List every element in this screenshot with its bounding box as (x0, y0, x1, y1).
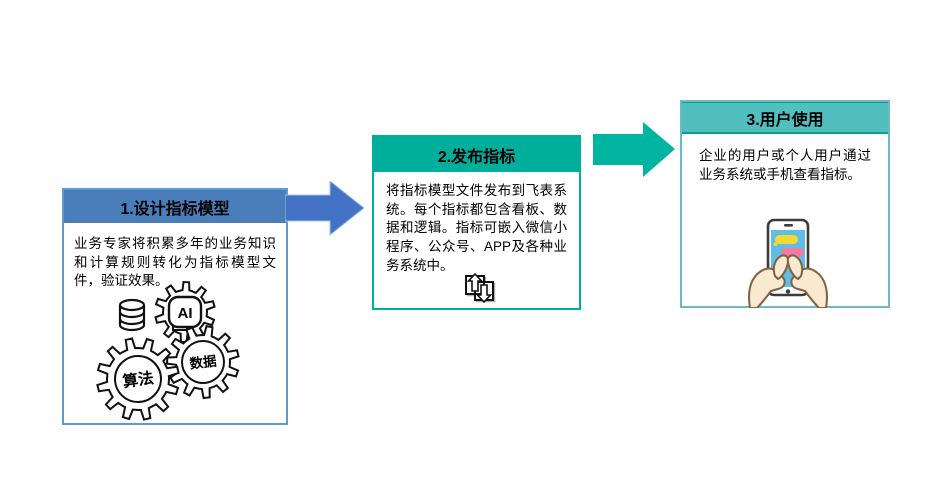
step-2-header: 2.发布指标 (374, 137, 579, 172)
step-2-description: 将指标模型文件发布到飞表系统。每个指标都包含看板、数据和逻辑。指标可嵌入微信小程… (386, 183, 567, 273)
step-2-title: 2.发布指标 (437, 148, 516, 166)
step-3-description: 企业的用户或个人用户通过业务系统或手机查看指标。 (699, 148, 871, 182)
data-gear-icon: 数据 (165, 325, 240, 400)
step-3-header: 3.用户使用 (682, 102, 888, 134)
gears-and-database-illustration: AI 数据 算法 (96, 280, 240, 421)
hands-holding-phone-icon (748, 218, 828, 308)
step-2-box: 2.发布指标 将指标模型文件发布到飞表系统。每个指标都包含看板、数据和逻辑。指标… (372, 135, 581, 310)
ai-gear-icon: AI (154, 280, 216, 344)
right-hand-icon (786, 254, 828, 308)
publish-transfer-icon (465, 272, 496, 304)
step-1-header: 1.设计指标模型 (64, 190, 286, 223)
arrow-step1-to-step2 (285, 181, 365, 236)
chat-bubble-yellow (775, 235, 798, 244)
up-arrow-icon (466, 272, 484, 292)
database-icon (118, 298, 146, 332)
step-1-box: 1.设计指标模型 业务专家将积累多年的业务知识和计算规则转化为指标模型文件，验证… (62, 188, 288, 425)
algorithm-gear-icon: 算法 (96, 337, 180, 421)
arrow-step2-to-step3 (593, 122, 675, 177)
down-arrow-icon (475, 284, 493, 304)
step-3-title: 3.用户使用 (746, 111, 824, 129)
step-1-title: 1.设计指标模型 (120, 200, 230, 218)
chat-bubble-pink (781, 248, 804, 257)
algorithm-gear-label: 算法 (121, 368, 154, 391)
ai-gear-label: AI (178, 305, 193, 322)
left-hand-icon (748, 254, 790, 308)
step-1-description: 业务专家将积累多年的业务知识和计算规则转化为指标模型文件，验证效果。 (74, 236, 276, 289)
data-gear-label: 数据 (189, 352, 218, 371)
step-3-box: 3.用户使用 企业的用户或个人用户通过业务系统或手机查看指标。 (680, 100, 890, 308)
